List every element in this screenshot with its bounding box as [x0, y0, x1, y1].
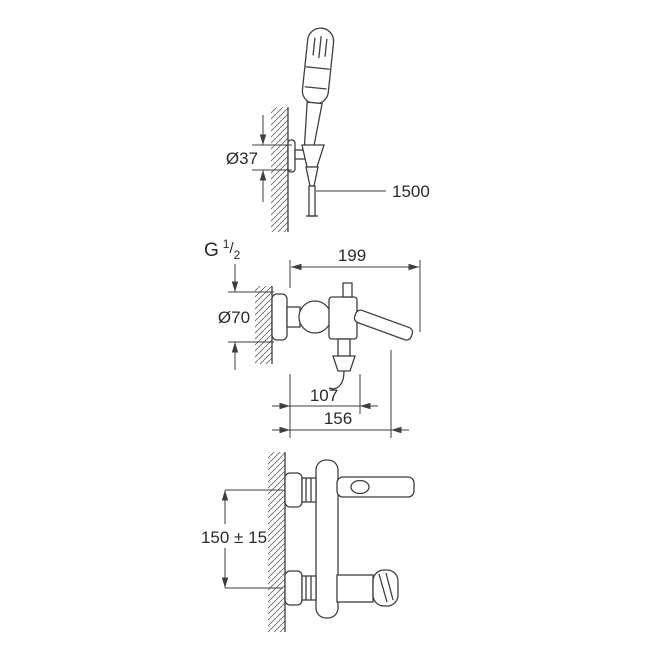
- dim-label-lever-projection: 156: [324, 409, 352, 428]
- dim-label-escutcheon-diameter: Ø70: [218, 308, 250, 327]
- dim-label-hose-length: 1500: [392, 182, 430, 201]
- wall-section-bottom: [268, 452, 286, 632]
- hose-connector-cone: [305, 166, 319, 187]
- outlet-cone: [332, 355, 356, 372]
- dim-label-outlet-projection: 107: [310, 386, 338, 405]
- dimension-total-projection: 199: [289, 246, 421, 332]
- dim-label-holder-diameter: Ø37: [226, 149, 258, 168]
- hose-curve: [328, 370, 345, 390]
- dimension-hose-length: 1500: [316, 182, 430, 201]
- dimension-escutcheon-diameter: Ø70: [218, 264, 274, 370]
- hand-shower-handle: [303, 101, 323, 151]
- thread-denominator: 2: [234, 248, 241, 262]
- hand-shower-head-group: [301, 27, 335, 151]
- wall-hatch-middle: [255, 286, 272, 364]
- dim-label-connection-distance: 150 ± 15: [201, 528, 267, 547]
- lever-handle-front: [353, 309, 414, 341]
- mixer-front-drawing: [271, 282, 414, 390]
- mixer-side-drawing: [284, 459, 415, 619]
- mixer-side-view: 150 ± 15: [201, 452, 415, 632]
- hand-shower-head: [301, 27, 335, 105]
- thread-slash: /: [229, 240, 234, 257]
- union-nut-top: [301, 477, 317, 503]
- outlet-stub: [337, 338, 351, 357]
- ball-joint: [298, 300, 332, 334]
- mixer-body-side: [315, 459, 339, 619]
- wall-section-middle: [255, 286, 273, 364]
- escutcheon-top: [284, 472, 303, 508]
- escutcheon-bottom: [284, 570, 303, 606]
- cartridge-knob-side: [336, 574, 374, 603]
- lever-group: [353, 309, 414, 341]
- dimension-outlet-projection: 107: [272, 374, 378, 438]
- dimension-holder-diameter: Ø37: [226, 115, 292, 202]
- hand-shower-drawing: [287, 27, 335, 217]
- union-nut-bottom: [301, 575, 317, 601]
- cartridge-stub: [342, 282, 353, 298]
- shower-hose: [308, 185, 316, 217]
- lever-handle-side: [336, 476, 415, 498]
- wall-hatch-bottom: [268, 452, 285, 632]
- holder-cone: [301, 144, 325, 168]
- thread-prefix: G: [204, 240, 219, 261]
- lever-hole: [350, 479, 370, 495]
- dimension-connection-distance: 150 ± 15: [201, 489, 283, 589]
- knob-cap: [372, 569, 399, 607]
- mixer-body-front: [328, 296, 358, 340]
- thread-numerator: 1: [223, 237, 230, 251]
- dimension-lever-projection: 156: [272, 350, 409, 438]
- hand-shower-view: Ø37 1500: [226, 27, 430, 232]
- dim-label-total-projection: 199: [338, 246, 366, 265]
- escutcheon-front: [271, 293, 288, 341]
- inlet-connector: [286, 306, 301, 328]
